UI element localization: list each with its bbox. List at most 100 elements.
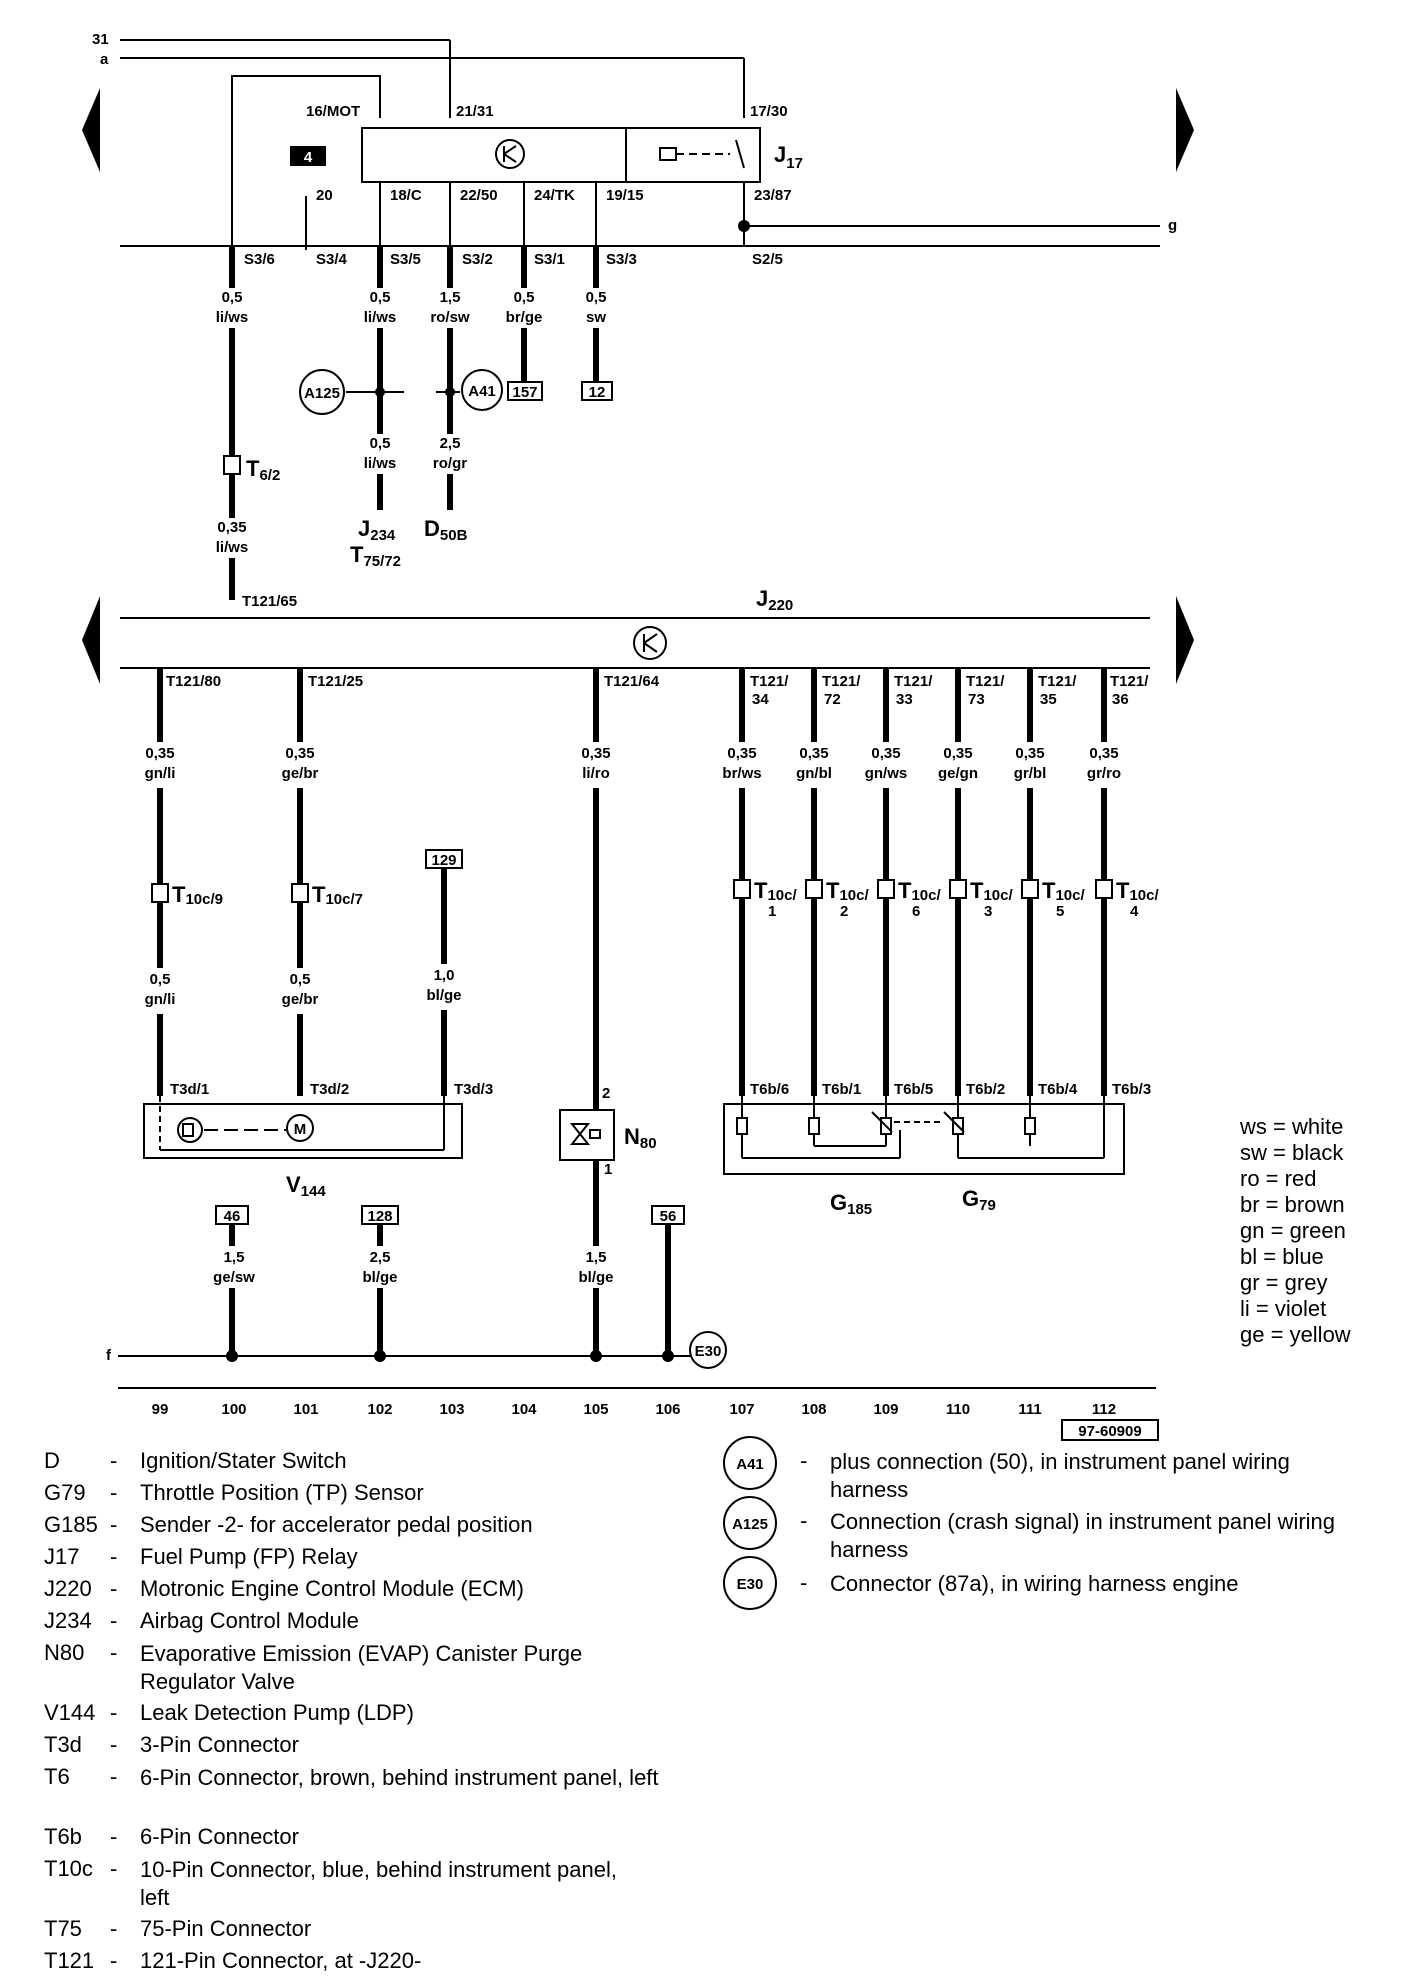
ecm-pin-t121-64: T121/64 bbox=[604, 673, 660, 690]
motor-icon bbox=[286, 1114, 314, 1142]
pin-t3d-3: T3d/3 bbox=[454, 1081, 493, 1098]
pin-t6b-3: T6b/3 bbox=[1112, 1081, 1151, 1098]
prev-page-arrow-top[interactable] bbox=[82, 88, 100, 172]
wire-color: bl/ge bbox=[578, 1269, 613, 1286]
wire-size: 0,5 bbox=[222, 289, 243, 306]
relay-coil-icon bbox=[659, 147, 677, 161]
wiper-icon bbox=[943, 1111, 965, 1133]
component-g79-label[interactable]: G79 bbox=[962, 1186, 996, 1214]
connector-t6-label[interactable]: T6/2 bbox=[246, 456, 280, 484]
ecm-transistor-icon bbox=[643, 633, 658, 653]
v144-sensor-icon bbox=[177, 1117, 203, 1143]
color-legend-item: br = brown bbox=[1240, 1192, 1345, 1217]
color-legend-item: ws = white bbox=[1240, 1114, 1344, 1139]
connector-t10c-4[interactable]: T10c/ bbox=[1116, 878, 1159, 904]
connector-t10c-6[interactable]: T10c/ bbox=[898, 878, 941, 904]
next-page-arrow-mid[interactable] bbox=[1176, 596, 1194, 684]
component-g185-label[interactable]: G185 bbox=[830, 1190, 872, 1218]
component-j234[interactable]: J234 bbox=[358, 516, 396, 544]
resistor-icon bbox=[808, 1117, 820, 1135]
component-n80-box[interactable] bbox=[559, 1109, 615, 1161]
component-n80-label[interactable]: N80 bbox=[624, 1124, 657, 1152]
ref-box-157[interactable] bbox=[507, 381, 543, 401]
legend-circle-a125 bbox=[723, 1496, 777, 1550]
column-number: 110 bbox=[946, 1401, 970, 1418]
next-page-arrow-top[interactable] bbox=[1176, 88, 1194, 172]
bus-label-s3-3: S3/3 bbox=[606, 251, 637, 268]
ecm-pin-right: T121/ bbox=[1110, 673, 1149, 690]
ref-128: 128 bbox=[367, 1208, 392, 1225]
connector-t10c-9[interactable]: T10c/9 bbox=[172, 882, 223, 908]
component-v144-label[interactable]: V144 bbox=[286, 1172, 326, 1200]
connector-t10c-6-num: 6 bbox=[912, 903, 920, 920]
connector-t10c-3[interactable]: T10c/ bbox=[970, 878, 1013, 904]
relay-position-box bbox=[290, 146, 326, 166]
column-number: 102 bbox=[367, 1401, 392, 1418]
t10c-icon bbox=[1021, 879, 1039, 899]
connector-t10c-7[interactable]: T10c/7 bbox=[312, 882, 363, 908]
wire-size: 0,5 bbox=[370, 435, 391, 452]
connector-t10c-5-num: 5 bbox=[1056, 903, 1064, 920]
ref-box-129[interactable] bbox=[425, 849, 463, 869]
wire-16-mot bbox=[231, 75, 381, 250]
wire-color: ro/gr bbox=[433, 455, 467, 472]
prev-page-arrow-mid[interactable] bbox=[82, 596, 100, 684]
bus-label-s3-4: S3/4 bbox=[316, 251, 348, 268]
t10c-icon bbox=[291, 883, 309, 903]
bus-label-s3-6: S3/6 bbox=[244, 251, 275, 268]
resistor-icon bbox=[736, 1117, 748, 1135]
wire-color: li/ro bbox=[582, 765, 610, 782]
wire-color: li/ws bbox=[364, 455, 397, 472]
t10c-icon bbox=[151, 883, 169, 903]
component-d50b[interactable]: D50B bbox=[424, 516, 468, 544]
t10c-icon bbox=[949, 879, 967, 899]
label-bg bbox=[274, 742, 326, 788]
relay-contact-icon bbox=[735, 139, 745, 169]
label-bg bbox=[716, 742, 768, 788]
v144-sensor-glyph bbox=[182, 1123, 194, 1137]
connection-a41[interactable] bbox=[461, 369, 503, 411]
ecm-label[interactable]: J220 bbox=[756, 586, 793, 614]
pin-18c: 18/C bbox=[390, 187, 422, 204]
ecm-pin-right-num: 36 bbox=[1112, 691, 1129, 708]
wire-a-label: a bbox=[100, 51, 109, 68]
label-bg bbox=[1078, 742, 1130, 788]
column-number: 112 bbox=[1092, 1401, 1116, 1418]
ecm-pin-t121-25: T121/25 bbox=[308, 673, 363, 690]
column-number: 108 bbox=[801, 1401, 826, 1418]
pin-19-15: 19/15 bbox=[606, 187, 644, 204]
connection-e30[interactable] bbox=[689, 1331, 727, 1369]
pin-20: 20 bbox=[316, 187, 333, 204]
wire-color: li/ws bbox=[216, 309, 249, 326]
column-number: 99 bbox=[152, 1401, 169, 1418]
connector-t10c-2-num: 2 bbox=[840, 903, 848, 920]
wire-color: br/ws bbox=[722, 765, 761, 782]
column-number: 106 bbox=[655, 1401, 680, 1418]
connector-t75[interactable]: T75/72 bbox=[350, 542, 401, 570]
wire-size: 1,0 bbox=[434, 967, 455, 984]
resistor-icon bbox=[1024, 1117, 1036, 1135]
connector-t10c-5[interactable]: T10c/ bbox=[1042, 878, 1085, 904]
wire-f-label: f bbox=[106, 1347, 112, 1364]
connector-t10c-3-num: 3 bbox=[984, 903, 992, 920]
pin-17-30: 17/30 bbox=[750, 103, 788, 120]
connector-t10c-1[interactable]: T10c/ bbox=[754, 878, 797, 904]
ref-157: 157 bbox=[512, 384, 537, 401]
ref-box-12[interactable] bbox=[581, 381, 613, 401]
wire-size: 1,5 bbox=[440, 289, 461, 306]
junction-dot bbox=[662, 1350, 674, 1362]
legend-a125-desc: Connection (crash signal) in instrument … bbox=[830, 1509, 1336, 1562]
wire-color: ge/sw bbox=[213, 1269, 255, 1286]
wire-color: gr/ro bbox=[1087, 765, 1121, 782]
legend-dash: - bbox=[800, 1570, 808, 1595]
color-legend-item: bl = blue bbox=[1240, 1244, 1324, 1269]
connection-a125[interactable] bbox=[299, 369, 345, 415]
wire-color: br/ge bbox=[506, 309, 543, 326]
legend-a41-desc: plus connection (50), in instrument pane… bbox=[830, 1449, 1290, 1502]
label-bg bbox=[354, 1246, 408, 1288]
sensor-box[interactable] bbox=[723, 1103, 1125, 1175]
wire-g-label: g bbox=[1168, 217, 1177, 234]
connector-t10c-2[interactable]: T10c/ bbox=[826, 878, 869, 904]
label-bg bbox=[208, 288, 256, 328]
